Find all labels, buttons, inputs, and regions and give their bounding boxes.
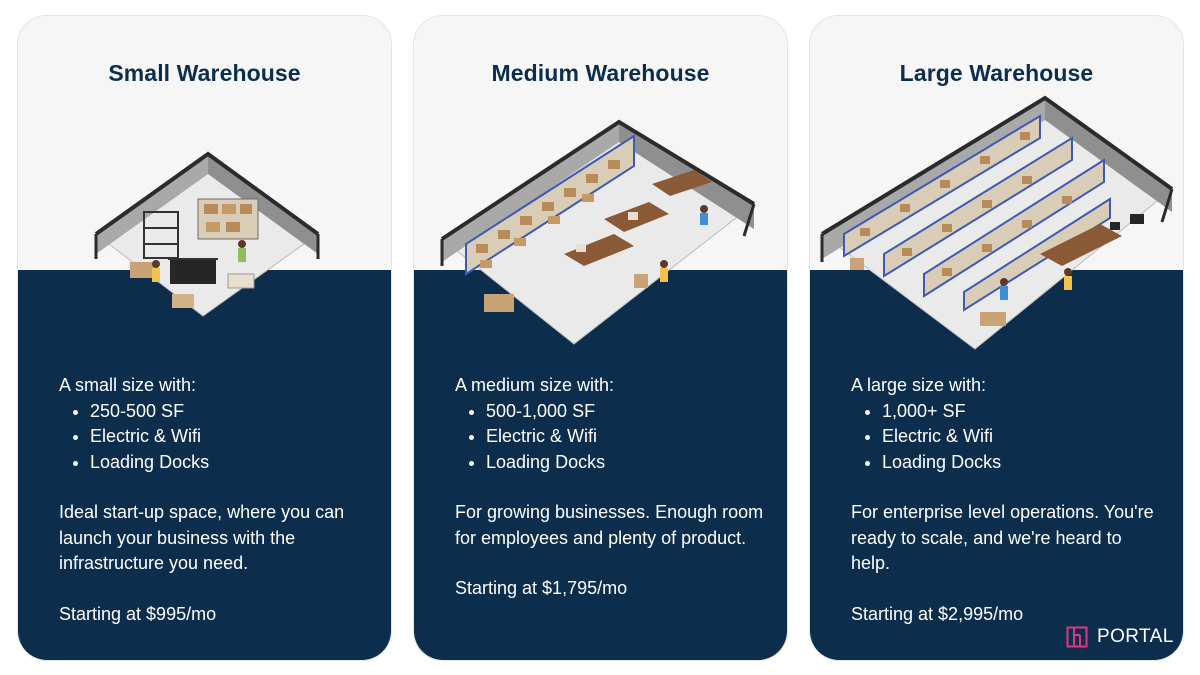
card-title: Small Warehouse xyxy=(108,60,301,86)
feature-item: 250-500 SF xyxy=(59,399,371,425)
brand-name: PORTAL xyxy=(1097,626,1174,647)
feature-item: 500-1,000 SF xyxy=(455,399,767,425)
card-price: Starting at $1,795/mo xyxy=(455,578,628,598)
card-intro: A small size with: xyxy=(59,375,197,395)
card-body: A medium size with: 500-1,000 SF Electri… xyxy=(455,373,767,602)
card-medium-warehouse: Medium Warehouse xyxy=(413,15,788,661)
feature-list: 250-500 SF Electric & Wifi Loading Docks xyxy=(59,399,371,476)
feature-item: Loading Docks xyxy=(851,450,1163,476)
card-body: A small size with: 250-500 SF Electric &… xyxy=(59,373,371,627)
feature-item: 1,000+ SF xyxy=(851,399,1163,425)
card-bottom-panel xyxy=(414,270,787,660)
card-price: Starting at $995/mo xyxy=(59,603,217,624)
card-title: Large Warehouse xyxy=(899,60,1094,86)
pricing-cards: Small Warehouse xyxy=(17,15,1185,661)
feature-item: Loading Docks xyxy=(455,450,767,476)
feature-list: 1,000+ SF Electric & Wifi Loading Docks xyxy=(851,399,1163,476)
card-body: A large size with: 1,000+ SF Electric & … xyxy=(851,373,1163,627)
card-description: For growing businesses. Enough room for … xyxy=(455,502,764,548)
card-intro: A large size with: xyxy=(851,375,987,395)
feature-item: Electric & Wifi xyxy=(59,424,371,450)
small-warehouse-illustration xyxy=(94,151,320,317)
feature-item: Electric & Wifi xyxy=(455,424,767,450)
medium-warehouse-illustration xyxy=(440,119,756,345)
card-bottom-panel xyxy=(810,270,1183,660)
portal-logo-icon xyxy=(1066,626,1088,648)
card-description: Ideal start-up space, where you can laun… xyxy=(59,502,345,573)
card-small-warehouse: Small Warehouse xyxy=(17,15,392,661)
large-warehouse-illustration xyxy=(820,95,1174,350)
portal-brand: PORTAL xyxy=(1066,626,1174,648)
card-title: Medium Warehouse xyxy=(491,60,710,86)
card-price: Starting at $2,995/mo xyxy=(851,603,1024,624)
card-description: For enterprise level operations. You're … xyxy=(851,502,1154,573)
feature-list: 500-1,000 SF Electric & Wifi Loading Doc… xyxy=(455,399,767,476)
feature-item: Loading Docks xyxy=(59,450,371,476)
card-large-warehouse: Large Warehouse xyxy=(809,15,1184,661)
card-intro: A medium size with: xyxy=(455,375,615,395)
card-bottom-panel xyxy=(18,270,391,660)
feature-item: Electric & Wifi xyxy=(851,424,1163,450)
